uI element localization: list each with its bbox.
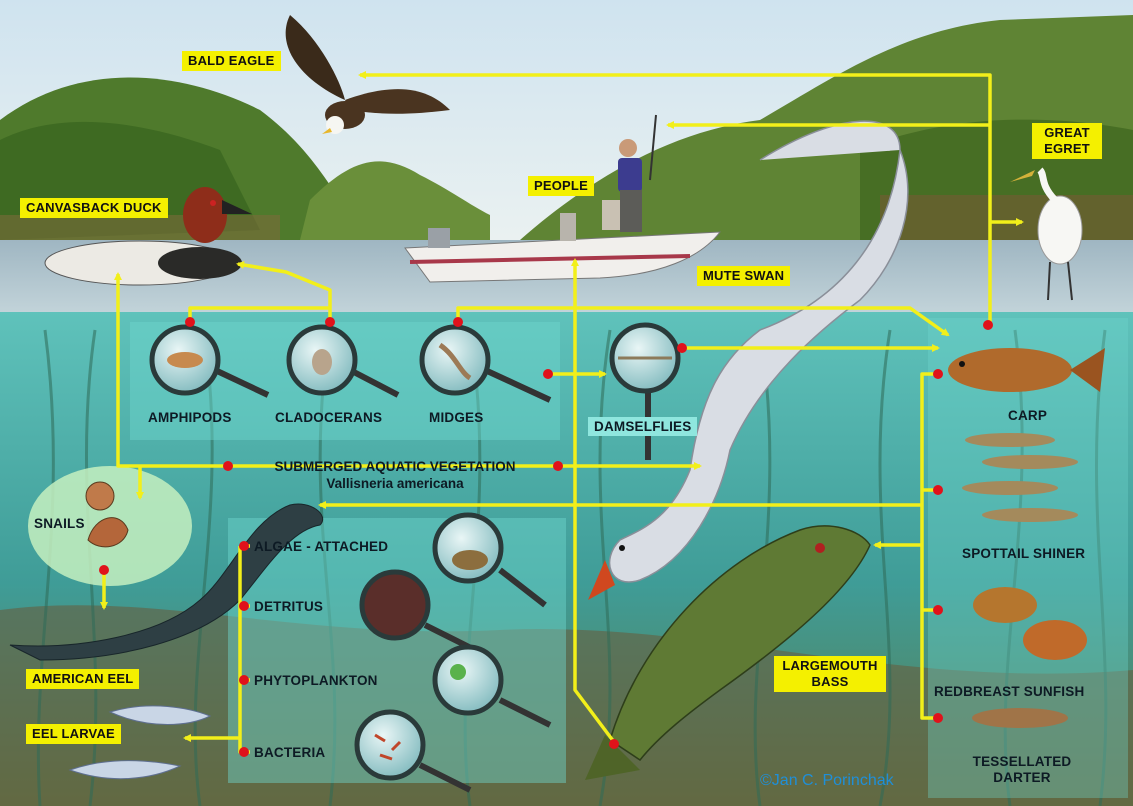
label-canvasback-duck: CANVASBACK DUCK — [20, 198, 168, 218]
label-carp: CARP — [1008, 408, 1047, 423]
label-tessellated-darter: TESSELLATED DARTER — [972, 754, 1072, 786]
label-amphipods: AMPHIPODS — [148, 410, 232, 425]
label-algae-attached: ALGAE - ATTACHED — [254, 539, 388, 554]
sav-species: Vallisneria americana — [225, 475, 565, 492]
label-eel-larvae: EEL LARVAE — [26, 724, 121, 744]
label-spottail-shiner: SPOTTAIL SHINER — [962, 546, 1085, 561]
artist-credit: ©Jan C. Porinchak — [760, 772, 894, 790]
label-damselflies: DAMSELFLIES — [588, 417, 697, 436]
label-redbreast-sunfish: REDBREAST SUNFISH — [934, 684, 1084, 699]
label-great-egret: GREAT EGRET — [1032, 123, 1102, 159]
label-bacteria: BACTERIA — [254, 745, 325, 760]
tessellated-darter-figure — [972, 708, 1068, 728]
label-midges: MIDGES — [429, 410, 483, 425]
label-bald-eagle: BALD EAGLE — [182, 51, 281, 71]
label-phytoplankton: PHYTOPLANKTON — [254, 673, 378, 688]
label-cladocerans: CLADOCERANS — [275, 410, 382, 425]
label-snails: SNAILS — [34, 516, 85, 531]
label-american-eel: AMERICAN EEL — [26, 669, 139, 689]
label-detritus: DETRITUS — [254, 599, 323, 614]
label-submerged-aquatic-vegetation: SUBMERGED AQUATIC VEGETATION Vallisneria… — [225, 458, 565, 492]
label-people: PEOPLE — [528, 176, 594, 196]
label-largemouth-bass: LARGEMOUTH BASS — [774, 656, 886, 692]
label-mute-swan: MUTE SWAN — [697, 266, 790, 286]
sav-title: SUBMERGED AQUATIC VEGETATION — [225, 458, 565, 475]
